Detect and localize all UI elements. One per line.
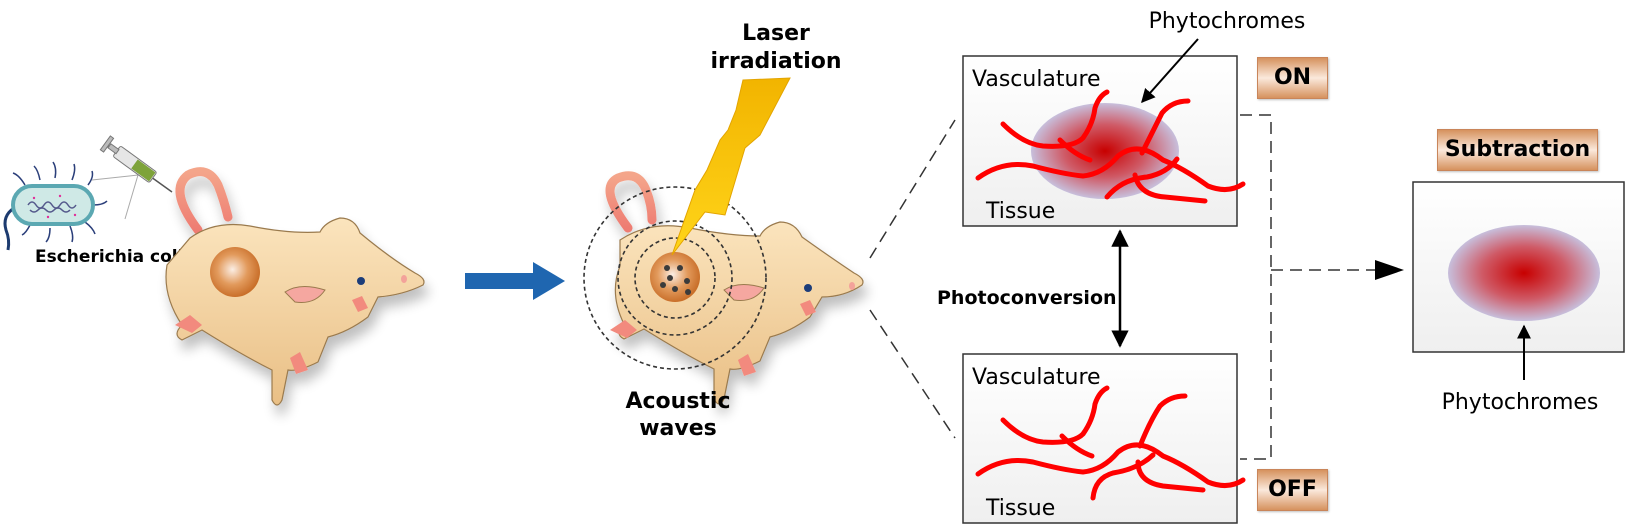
- phytochrome-signal-result: [1448, 225, 1600, 321]
- on-tag: ON: [1257, 57, 1328, 99]
- laser-label-line1: Laser: [742, 21, 810, 46]
- tissue-label-on: Tissue: [985, 199, 1055, 224]
- acoustic-label-line1: Acoustic: [625, 389, 730, 414]
- e-coli-bacterium-icon: [3, 161, 108, 251]
- phytochromes-label-top: Phytochromes: [1149, 9, 1306, 34]
- subtraction-arrowhead: [1375, 260, 1404, 280]
- panel-subtraction: [1412, 181, 1625, 353]
- mouse-with-tumor: [165, 167, 425, 406]
- syringe-icon: [91, 135, 173, 220]
- panel-on: Vasculature Tissue: [962, 55, 1246, 227]
- acoustic-wave-rings: [583, 186, 767, 370]
- phytochrome-signal-on: [1031, 103, 1179, 199]
- laser-bolt-icon: [671, 77, 791, 256]
- subtraction-tag: Subtraction: [1437, 129, 1598, 171]
- vasculature-off: [975, 385, 1246, 501]
- right-arrow-icon: [465, 262, 565, 300]
- phytochromes-label-bottom: Phytochromes: [1442, 390, 1599, 415]
- vasculature-label-on: Vasculature: [972, 67, 1101, 92]
- off-tag: OFF: [1257, 469, 1328, 511]
- panel-off: Vasculature Tissue: [962, 353, 1246, 524]
- vasculature-label-off: Vasculature: [972, 365, 1101, 390]
- photoconversion-label: Photoconversion: [937, 287, 1117, 309]
- e-coli-label: Escherichia coli: [35, 247, 183, 267]
- subtraction-connector: [1240, 114, 1375, 460]
- vasculature-on: [975, 89, 1246, 204]
- laser-label-line2: irradiation: [710, 49, 841, 74]
- zoom-line-top: [869, 119, 956, 259]
- zoom-line-bottom: [869, 309, 956, 439]
- mouse-with-tumor-irradiated: [605, 171, 864, 405]
- acoustic-label-line2: waves: [639, 416, 717, 441]
- tissue-label-off: Tissue: [985, 496, 1055, 521]
- phytochromes-pointer-top: [1141, 38, 1199, 104]
